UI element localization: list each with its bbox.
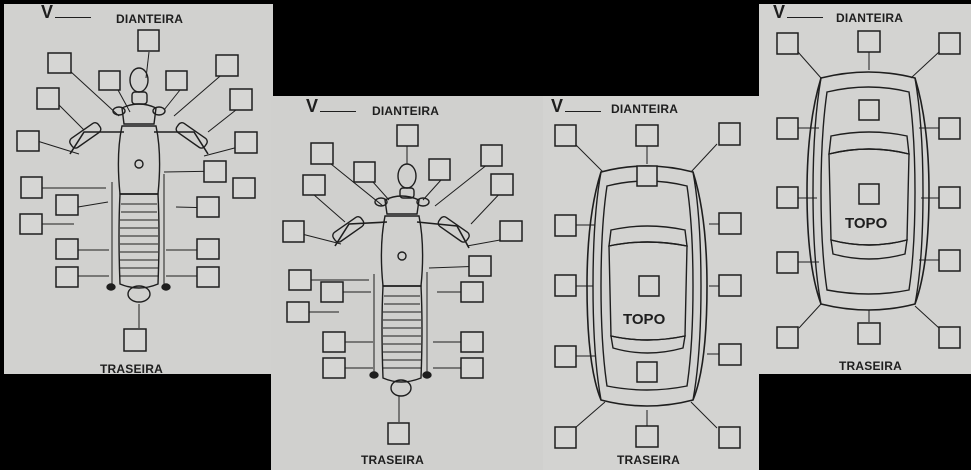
v-number-label: V: [41, 4, 91, 23]
front-label: DIANTEIRA: [116, 12, 183, 26]
motorcycle-panel-1: V DIANTEIRA TRASEIRA: [4, 4, 273, 374]
motorcycle-panel-2: V DIANTEIRA TRASEIRA: [271, 96, 543, 470]
car-panel-1: V DIANTEIRA TRASEIRA TOPO: [543, 96, 759, 470]
v-number-label: V: [773, 4, 823, 23]
top-label: TOPO: [623, 311, 665, 328]
seat-ribs: [120, 204, 158, 276]
car-diagram: [759, 4, 971, 374]
front-label: DIANTEIRA: [611, 102, 678, 116]
front-label: DIANTEIRA: [372, 104, 439, 118]
v-number-label: V: [551, 96, 601, 117]
front-label: DIANTEIRA: [836, 11, 903, 25]
motorcycle-body: [68, 68, 209, 302]
car-panel-2: V DIANTEIRA TRASEIRA TOPO: [759, 4, 971, 374]
label-boxes: [17, 30, 257, 351]
v-number-label: V: [306, 96, 356, 117]
rear-label: TRASEIRA: [839, 359, 902, 373]
motorcycle-diagram: [4, 4, 273, 374]
rear-label: TRASEIRA: [361, 453, 424, 467]
car-diagram: [543, 96, 759, 470]
label-boxes: [777, 31, 960, 348]
seat-ribs: [383, 296, 421, 368]
motorcycle-diagram: [271, 96, 543, 470]
rear-label: TRASEIRA: [100, 362, 163, 374]
rear-label: TRASEIRA: [617, 453, 680, 467]
top-label: TOPO: [845, 215, 887, 232]
